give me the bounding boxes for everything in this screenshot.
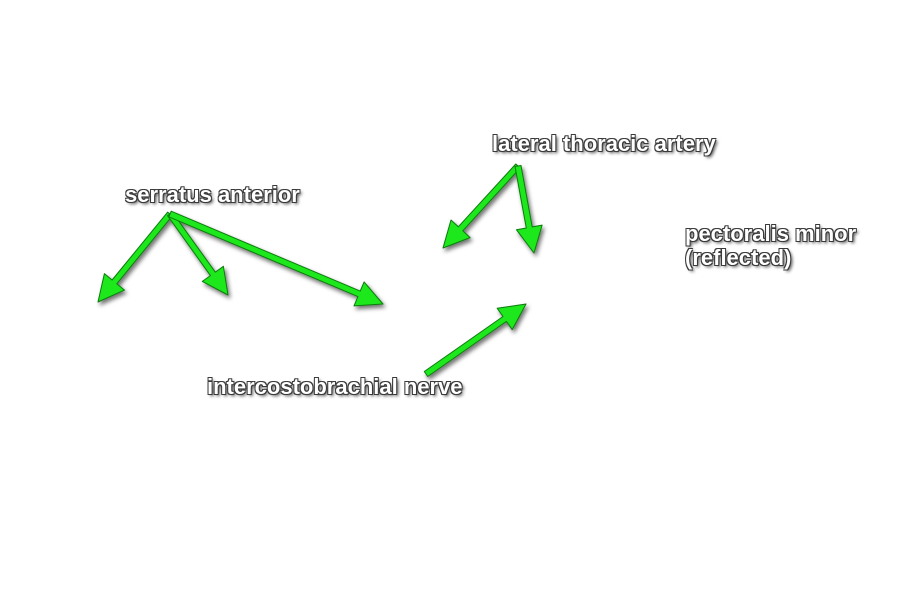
nerve-arrow xyxy=(423,303,527,377)
serratus-arrow-1 xyxy=(97,211,173,303)
label-lateral-thoracic-artery: lateral thoracic artery xyxy=(492,131,716,156)
thoracic-arrow-1 xyxy=(442,163,521,249)
label-pectoralis-minor-line1: pectoralis minor xyxy=(685,221,857,246)
label-intercostobrachial-nerve: intercostobrachial nerve xyxy=(207,374,463,399)
serratus-arrow-2 xyxy=(167,211,229,296)
label-serratus-anterior: serratus anterior xyxy=(125,182,300,207)
serratus-arrow-3 xyxy=(168,210,384,307)
label-pectoralis-minor-line2: (reflected) xyxy=(685,245,792,270)
thoracic-arrow-2 xyxy=(514,165,543,254)
label-pectoralis-minor: pectoralis minor (reflected) xyxy=(685,222,856,270)
